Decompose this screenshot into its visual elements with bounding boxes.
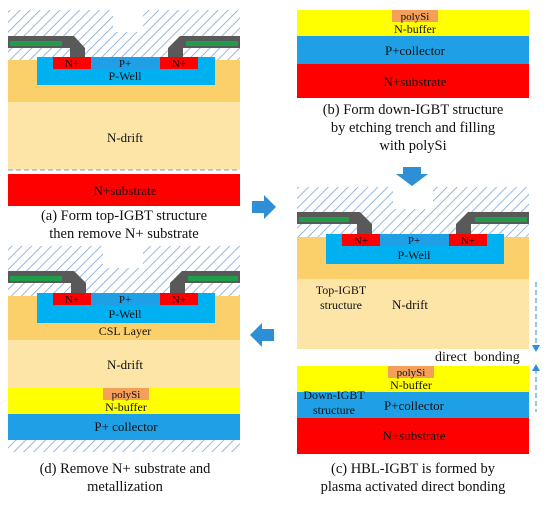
caption-b-line-2: by etching trench and filling [330,120,496,136]
p-plus-label-t: P+ [408,235,420,247]
panel-b: polySi N-buffer P+collector N+substrate [297,10,529,98]
n-drift-t [297,279,529,349]
p-plus-t [380,234,449,246]
panel-c: polySi N-buffer Down-IGBT structure P+co… [297,366,529,454]
n-drift-a [8,102,240,170]
n-drift-d [8,340,240,388]
trench-opening-a [113,10,143,32]
p-plus-d [91,293,160,305]
p-plus-text-a: P+ [119,58,131,70]
caption-c-line-2: plasma activated direct bonding [320,479,506,495]
polysi-c [388,366,434,378]
n-plus-left-label-t: N+ [354,235,368,247]
collector-b [297,36,529,64]
direct-bonding-label: direct bonding [435,350,520,365]
caption-a-line-1: (a) Form top-IGBT structure [40,208,208,224]
caption-b-line-3: with polySi [379,138,447,154]
n-plus-left-label-d: N+ [65,294,79,306]
arrow-left [250,323,274,347]
n-substrate-label-a: N+substrate [94,183,157,198]
bond-arrow-head-down [532,345,540,352]
n-drift-label-d: N-drift [107,357,143,372]
caption-d: (d) Remove N+ substrate and metallizatio… [4,460,246,496]
n-plus-right-label-t: N+ [461,235,475,247]
buffer-label-c: N-buffer [390,378,432,392]
buffer-label-b: N-buffer [394,22,436,36]
panel-top-igbt: N+ P+ N+ P-Well Top-IGBT structure N-dri… [297,187,540,412]
n-plus-right-t [449,234,487,246]
polysi-b [392,10,438,22]
gate-green-left-d [10,276,62,281]
caption-d-line-1: (d) Remove N+ substrate and [39,461,211,477]
arrow-right [252,195,276,219]
collector-d [8,414,240,440]
caption-c: (c) HBL-IGBT is formed by plasma activat… [280,460,546,496]
p-well-label-t: P-Well [397,248,431,262]
caption-b-line-1: (b) Form down-IGBT structure [322,102,504,118]
gate-green-right-t [475,217,527,222]
p-well-label-d: P-Well [108,307,142,321]
top-igbt-label-1: Top-IGBT [316,283,367,297]
caption-a: (a) Form top-IGBT structure then remove … [8,207,240,243]
n-plus-right-text-a: N+ [172,58,186,70]
csl-label-d: CSL Layer [99,324,152,338]
polysi-label-c: polySi [397,367,426,379]
gate-green-left-t [299,217,349,222]
polysi-label-d: polySi [112,389,141,401]
n-drift-label-t: N-drift [392,297,428,312]
polysi-d [103,388,149,400]
n-plus-right-a2 [160,57,198,69]
substrate-label-b: N+substrate [384,74,447,89]
collector-c [297,392,529,418]
collector-label-d: P+ collector [94,419,158,434]
n-plus-right-d [160,293,198,305]
n-substrate-a [8,174,240,206]
p-plus-label-d: P+ [119,294,131,306]
collector-label-b: P+collector [385,43,446,58]
down-igbt-label-1: Down-IGBT [303,388,365,402]
panel-a: N+ P+ N+ P-Well N+ P+ N+ P-Well N-drift … [8,10,240,206]
trench-opening-d [103,246,143,268]
buffer-label-d: N-buffer [105,400,147,414]
n-plus-left-d [53,293,91,305]
p-plus-a2 [91,57,160,69]
bond-arrow-head-up [532,364,540,371]
polysi-label-b: polySi [401,11,430,23]
gate-green-right-d [188,276,238,281]
n-plus-left-text-a: N+ [65,58,79,70]
n-plus-left-t [342,234,380,246]
trench-opening-t [393,187,433,209]
n-drift-label-a: N-drift [107,130,143,145]
n-plus-right-label-d: N+ [172,294,186,306]
gate-green-left-a [10,41,62,46]
panel-d: N+ P+ N+ P-Well CSL Layer N-drift polySi… [8,246,240,452]
substrate-b [297,64,529,98]
caption-d-line-2: metallization [87,479,163,495]
caption-b: (b) Form down-IGBT structure by etching … [280,101,546,155]
collector-label-c: P+collector [384,398,445,413]
n-plus-left-a2 [53,57,91,69]
caption-c-line-1: (c) HBL-IGBT is formed by [330,461,496,477]
down-igbt-label-2: structure [313,403,355,417]
substrate-c [297,418,529,454]
top-igbt-label-2: structure [320,298,362,312]
backside-metal-d [8,440,240,452]
arrow-down [396,167,428,186]
substrate-label-c: N+substrate [383,428,446,443]
p-well-text-a: P-Well [108,69,142,83]
gate-green-right-a [186,41,238,46]
caption-a-line-2: then remove N+ substrate [49,226,199,242]
